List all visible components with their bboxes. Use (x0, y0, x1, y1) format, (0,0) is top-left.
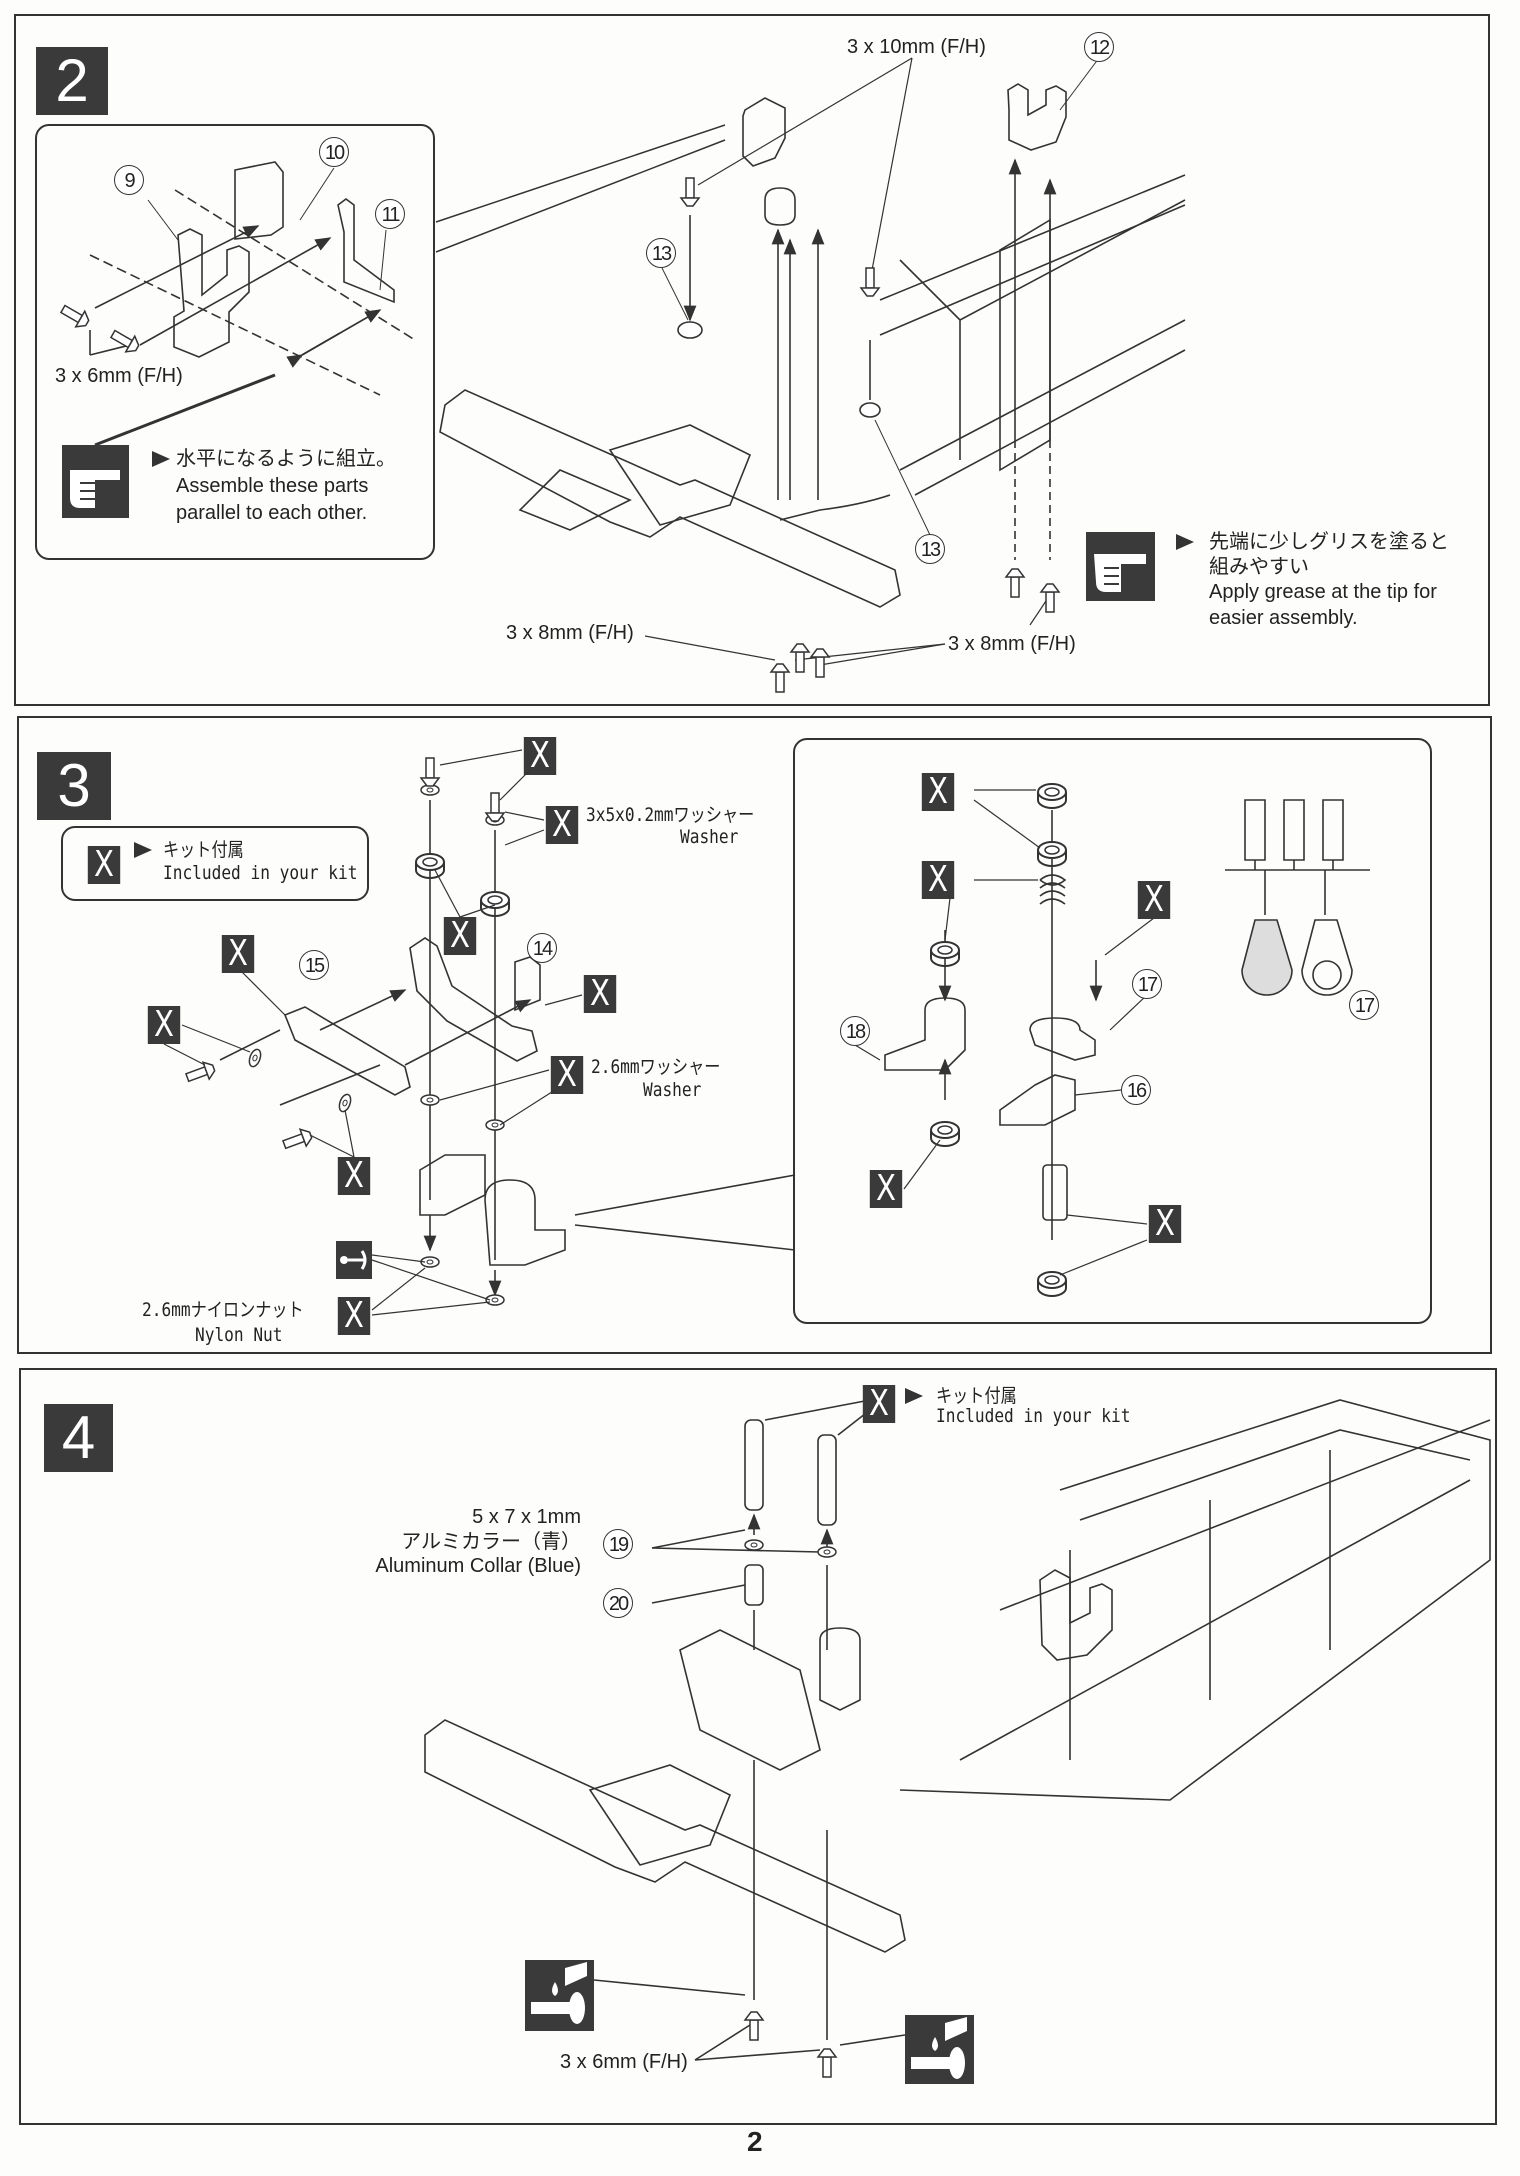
screw-label: 3 x 6mm (F/H) (55, 365, 183, 387)
step2-chassis (742, 83, 1186, 521)
pointer-triangle-icon (134, 842, 152, 858)
kit-included-icon: X (221, 935, 255, 973)
kit-included-icon: X (337, 1157, 371, 1195)
kit-included-icon: X (862, 1385, 896, 1423)
pointing-hand-icon (1086, 532, 1155, 601)
part-callout-16: 16 (1121, 1075, 1151, 1105)
grease-tip-jp-2: 組みやすい (1209, 556, 1309, 578)
collar-size: 5 x 7 x 1mm (472, 1506, 581, 1528)
collar-en: Aluminum Collar (Blue) (375, 1555, 581, 1577)
kit-included-icon: X (921, 861, 955, 899)
screw-label-top: 3 x 10mm (F/H) (847, 36, 986, 58)
part-callout-17: 17 (1132, 969, 1162, 999)
part-callout-18: 18 (840, 1016, 870, 1046)
kit-included-icon: X (147, 1006, 181, 1044)
kit-included-icon: X (87, 846, 121, 884)
kit-included-icon: X (1148, 1205, 1182, 1243)
part-callout-17-sprue: 17 (1349, 990, 1379, 1020)
step-number: 3 (37, 752, 111, 820)
kit-included-icon: X (1137, 881, 1171, 919)
parallel-note-jp: 水平になるように組立。 (176, 448, 396, 470)
part-callout-19: 19 (603, 1529, 633, 1559)
washer-26-jp: 2.6mmワッシャー (591, 1056, 721, 1078)
step-3-panel (17, 716, 1492, 1354)
step2-suspension-arm (439, 389, 901, 608)
kit-legend-box (61, 826, 369, 901)
part-callout-11: 11 (375, 199, 405, 229)
page-number: 2 (747, 2126, 763, 2157)
grease-tip-en-2: easier assembly. (1209, 607, 1358, 629)
legend-jp: キット付属 (163, 839, 244, 861)
part-callout-13-second: 13 (915, 534, 945, 564)
screw-label: 3 x 6mm (F/H) (560, 2051, 688, 2073)
legend-en: Included in your kit (163, 862, 358, 884)
pointer-triangle-icon (1176, 534, 1194, 550)
step-3-detail-inset (793, 738, 1432, 1324)
washer-small-en: Washer (680, 826, 739, 848)
pointer-triangle-icon (905, 1388, 923, 1404)
kit-included-en: Included in your kit (936, 1405, 1131, 1427)
washer-small-jp: 3x5x0.2mmワッシャー (586, 804, 755, 826)
step-4-panel (19, 1368, 1497, 2125)
anchor-wrench-icon (336, 1241, 372, 1279)
pointing-hand-icon (62, 445, 129, 518)
screw-label-bottom-right: 3 x 8mm (F/H) (948, 633, 1076, 655)
kit-included-jp: キット付属 (936, 1385, 1017, 1407)
part-callout-9: 9 (114, 165, 144, 195)
step-number: 2 (36, 47, 108, 115)
kit-included-icon: X (550, 1056, 584, 1094)
step-2-detail-inset (35, 124, 435, 560)
grease-tip-jp-1: 先端に少しグリスを塗ると (1209, 531, 1449, 553)
nylon-nut-jp: 2.6mmナイロンナット (142, 1299, 304, 1321)
part-callout-13: 13 (646, 238, 676, 268)
part-callout-15: 15 (299, 950, 329, 980)
kit-included-icon: X (337, 1297, 371, 1335)
step2-inset-parts (89, 161, 416, 447)
washer-26-en: Washer (643, 1079, 702, 1101)
kit-included-icon: X (869, 1170, 903, 1208)
kit-included-icon: X (545, 806, 579, 844)
kit-included-icon: X (443, 917, 477, 955)
collar-jp: アルミカラー（青） (401, 1531, 581, 1553)
step-2-panel (14, 14, 1490, 706)
threadlock-glue-icon (525, 1960, 594, 2031)
nylon-nut-en: Nylon Nut (195, 1324, 283, 1346)
kit-included-icon: X (921, 773, 955, 811)
kit-included-icon: X (583, 975, 617, 1013)
pointer-triangle-icon (152, 451, 170, 467)
grease-tip-en-1: Apply grease at the tip for (1209, 581, 1437, 603)
threadlock-glue-icon (905, 2015, 974, 2084)
step-number: 4 (44, 1404, 113, 1472)
parallel-note-en-1: Assemble these parts (176, 475, 369, 497)
part-callout-12: 12 (1084, 32, 1114, 62)
part-callout-10: 10 (319, 137, 349, 167)
kit-included-icon: X (523, 737, 557, 775)
step4-parts (424, 1399, 1491, 2061)
screw-label-bottom-left: 3 x 8mm (F/H) (506, 622, 634, 644)
parallel-note-en-2: parallel to each other. (176, 502, 368, 524)
part-callout-14: 14 (527, 933, 557, 963)
part-callout-20: 20 (603, 1588, 633, 1618)
